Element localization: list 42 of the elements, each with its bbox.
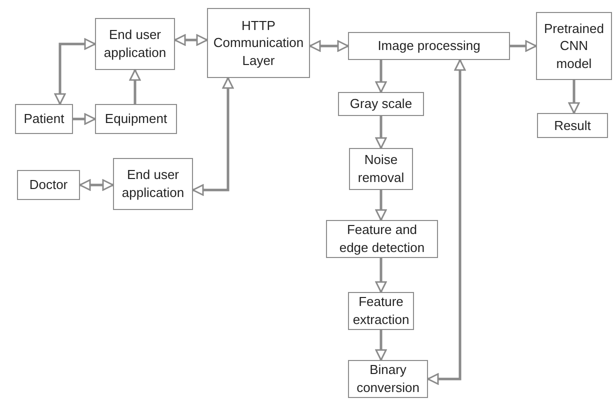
process-box: [536, 12, 612, 80]
block-arrow: [73, 113, 96, 125]
box-label: Feature extraction: [352, 293, 410, 329]
block-arrow: [375, 190, 387, 221]
box-label: Binary conversion: [356, 361, 420, 397]
process-box: [207, 8, 310, 78]
process-box: [17, 170, 80, 200]
process-box: [338, 92, 424, 116]
process-box: [349, 148, 413, 190]
block-arrow: [375, 116, 387, 149]
block-arrow: [54, 38, 96, 105]
box-label: End user application: [120, 166, 186, 202]
process-box: [15, 104, 73, 134]
box-label: Image processing: [378, 37, 480, 55]
box-label: End user application: [102, 26, 168, 62]
box-label: Doctor: [29, 176, 68, 194]
block-arrow: [510, 40, 537, 52]
box-label: Pretrained CNN model: [543, 20, 605, 72]
block-arrow: [79, 179, 114, 191]
box-label: Equipment: [104, 110, 168, 128]
process-box: [95, 18, 175, 70]
box-label: Patient: [24, 110, 64, 128]
process-box: [113, 158, 193, 210]
box-label: Result: [554, 116, 591, 134]
process-box: [537, 113, 608, 138]
block-arrow: [568, 80, 580, 114]
process-box: [348, 360, 428, 398]
box-label: HTTP Communication Layer: [212, 16, 305, 70]
process-box: [326, 220, 438, 258]
process-box: [348, 32, 510, 60]
process-box: [95, 104, 177, 134]
block-arrow: [427, 59, 466, 385]
box-label: Feature and edge detection: [338, 221, 426, 257]
block-arrow: [129, 69, 141, 104]
block-arrow: [375, 60, 387, 93]
block-arrow: [375, 258, 387, 293]
block-arrow: [309, 40, 349, 52]
block-arrow: [174, 34, 208, 46]
block-arrow: [192, 77, 234, 196]
block-arrow: [375, 330, 387, 361]
box-label: Gray scale: [350, 95, 412, 113]
box-label: Noise removal: [356, 151, 406, 187]
